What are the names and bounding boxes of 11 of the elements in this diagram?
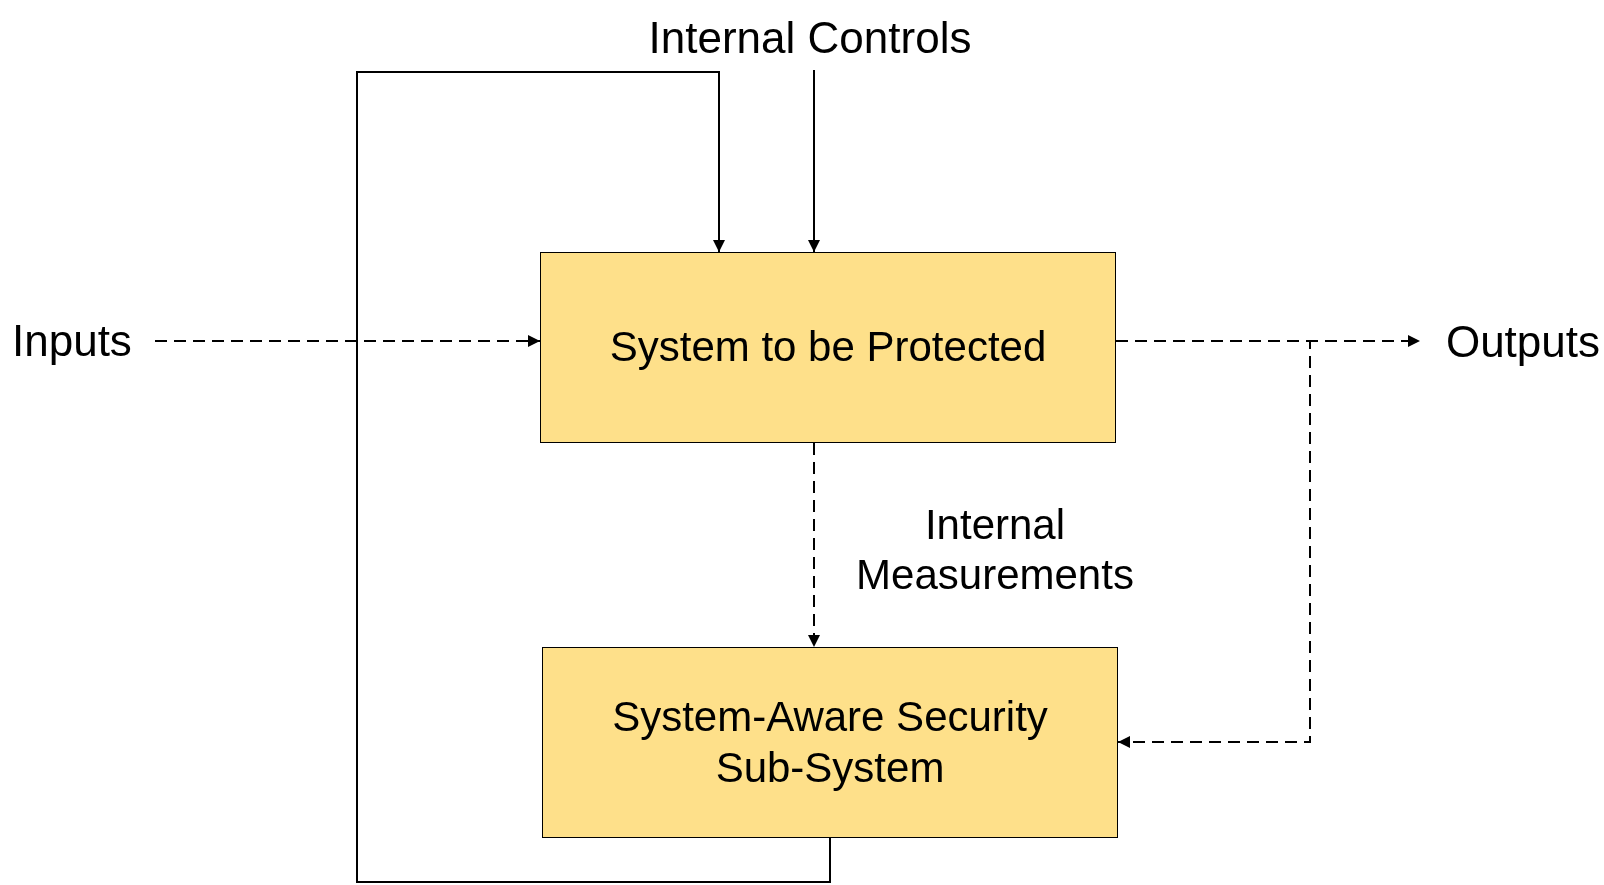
arrow — [808, 69, 820, 253]
arrow — [356, 71, 831, 883]
box-title: System to be Protected — [608, 322, 1048, 373]
arrow — [808, 442, 820, 648]
process-box — [542, 647, 1118, 838]
controls-label: Internal Controls — [630, 6, 990, 70]
process-box — [540, 252, 1116, 443]
outputs-label: Outputs — [1420, 315, 1600, 369]
inputs-label: Inputs — [12, 314, 155, 368]
arrow — [154, 335, 541, 347]
box-title: System-Aware Security Sub-System — [611, 692, 1049, 793]
